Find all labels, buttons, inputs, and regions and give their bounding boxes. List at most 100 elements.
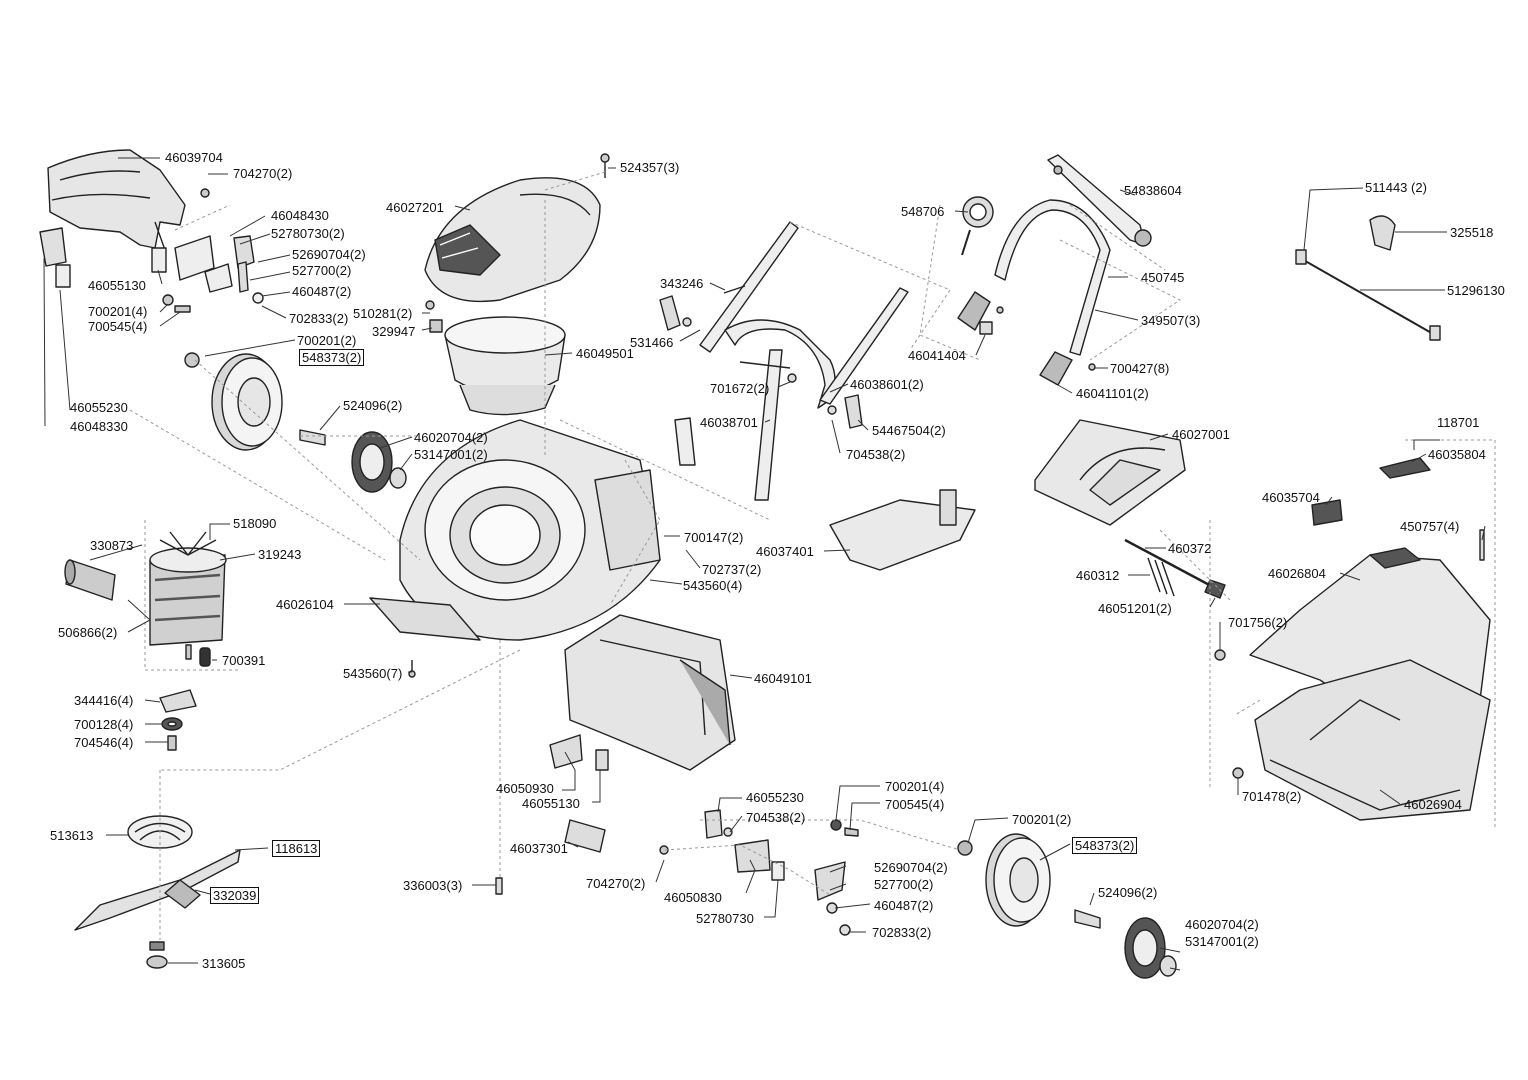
part-label-p700201d: 700201(2) [1012, 812, 1072, 827]
part-label-p46051201: 46051201(2) [1098, 601, 1172, 616]
grass-deflector-drawing [829, 489, 976, 571]
part-label-p329947: 329947 [372, 324, 416, 339]
part-label-p46038701: 46038701 [700, 415, 758, 430]
part-label-p343246: 343246 [660, 276, 704, 291]
part-label-p460487a: 460487(2) [292, 284, 352, 299]
part-label-p46027001: 46027001 [1172, 427, 1230, 442]
part-label-p543560a: 543560(4) [683, 578, 743, 593]
part-label-p700201b: 700201(2) [297, 333, 357, 348]
part-label-p46035704: 46035704 [1262, 490, 1320, 505]
part-label-p701478: 701478(2) [1242, 789, 1302, 804]
part-label-p704270a: 704270(2) [233, 166, 293, 181]
part-label-p46041101: 46041101(2) [1076, 386, 1149, 401]
part-label-p319243: 319243 [258, 547, 302, 562]
part-label-p46049501: 46049501 [576, 346, 634, 361]
part-label-p511443: 511443 (2) [1365, 180, 1427, 195]
part-label-p460372: 460372 [1168, 541, 1212, 556]
part-label-p46026904: 46026904 [1404, 797, 1462, 812]
part-label-p46055130b: 46055130 [522, 796, 580, 811]
part-label-p46037301: 46037301 [510, 841, 568, 856]
part-label-p46055230b: 46055230 [746, 790, 804, 805]
part-label-p524096b: 524096(2) [1098, 885, 1158, 900]
part-label-p524357: 524357(3) [620, 160, 680, 175]
part-label-p46020704a: 46020704(2) [414, 430, 488, 445]
part-label-p704538a: 704538(2) [846, 447, 906, 462]
part-label-p54838604: 54838604 [1124, 183, 1182, 198]
part-label-p543560b: 543560(7) [343, 666, 403, 681]
part-label-p344416: 344416(4) [74, 693, 134, 708]
part-label-p46039704: 46039704 [165, 150, 223, 165]
part-label-p53147001a: 53147001(2) [414, 447, 488, 462]
part-label-p52780730a: 52780730(2) [271, 226, 345, 241]
rear-flap-drawing [47, 149, 186, 251]
part-label-p46038601: 46038601(2) [850, 377, 924, 392]
part-label-p46027201: 46027201 [386, 200, 444, 215]
part-label-p330873: 330873 [90, 538, 134, 553]
part-label-p700427: 700427(8) [1110, 361, 1170, 376]
assembly-guide-lines [129, 171, 1496, 940]
part-label-p700545b: 700545(4) [885, 797, 945, 812]
part-label-p527700b: 527700(2) [874, 877, 934, 892]
part-label-p700545a: 700545(4) [88, 319, 148, 334]
upper-handle-drawing [957, 154, 1152, 386]
part-label-p700128: 700128(4) [74, 717, 134, 732]
part-label-p701672: 701672(2) [710, 381, 770, 396]
part-label-p702833b: 702833(2) [872, 925, 932, 940]
engine-cover-drawing [424, 153, 610, 303]
part-label-p460312: 460312 [1076, 568, 1120, 583]
left-wheel-drawing [184, 352, 407, 493]
part-label-p700147: 700147(2) [684, 530, 744, 545]
part-label-p704546: 704546(4) [74, 735, 134, 750]
part-label-p118613: 118613 [272, 840, 321, 857]
part-label-p46026804: 46026804 [1268, 566, 1326, 581]
right-wheel-drawing [957, 833, 1177, 979]
part-label-p518090: 518090 [233, 516, 277, 531]
part-label-p450757: 450757(4) [1400, 519, 1460, 534]
part-label-p702833a: 702833(2) [289, 311, 349, 326]
part-label-p460487b: 460487(2) [874, 898, 934, 913]
part-label-p46049101: 46049101 [754, 671, 812, 686]
part-label-p548706: 548706 [901, 204, 945, 219]
lower-handle-drawing [659, 221, 909, 501]
part-label-p700201a: 700201(4) [88, 304, 148, 319]
part-label-p325518: 325518 [1450, 225, 1494, 240]
part-label-p548373b: 548373(2) [1072, 837, 1138, 854]
part-label-p510281: 510281(2) [353, 306, 413, 321]
motor-drawing [64, 531, 227, 667]
part-label-p506866: 506866(2) [58, 625, 118, 640]
part-label-p701756: 701756(2) [1228, 615, 1288, 630]
grass-box-lid-drawing [1034, 419, 1226, 599]
part-label-p46055230a: 46055230 [70, 400, 128, 415]
part-label-p52690704a: 52690704(2) [292, 247, 366, 262]
part-label-p46037401: 46037401 [756, 544, 814, 559]
part-label-p46055130a: 46055130 [88, 278, 146, 293]
part-label-p46026104: 46026104 [276, 597, 334, 612]
part-label-p336003: 336003(3) [403, 878, 463, 893]
part-label-p700201c: 700201(4) [885, 779, 945, 794]
part-label-p46048330: 46048330 [70, 419, 128, 434]
part-label-p313605: 313605 [202, 956, 246, 971]
part-label-p46048430: 46048430 [271, 208, 329, 223]
part-label-p54467504: 54467504(2) [872, 423, 946, 438]
part-label-p46020704b: 46020704(2) [1185, 917, 1259, 932]
part-label-p702737: 702737(2) [702, 562, 762, 577]
part-label-p527700a: 527700(2) [292, 263, 352, 278]
part-label-p531466: 531466 [630, 335, 674, 350]
part-label-p524096a: 524096(2) [343, 398, 403, 413]
part-label-p53147001b: 53147001(2) [1185, 934, 1259, 949]
part-label-p332039: 332039 [210, 887, 260, 904]
motor-mounting-hardware [159, 689, 197, 751]
part-label-p700391: 700391 [222, 653, 266, 668]
part-label-p46041404: 46041404 [908, 348, 966, 363]
left-bracket-plates [39, 188, 264, 313]
cable-drawing [1295, 215, 1441, 341]
part-label-p548373a: 548373(2) [299, 349, 365, 366]
part-label-p51296130: 51296130 [1447, 283, 1505, 298]
part-label-p46035804: 46035804 [1428, 447, 1486, 462]
mower-deck-drawing [369, 419, 661, 678]
leader-lines [43, 157, 1486, 971]
part-label-p52690704b: 52690704(2) [874, 860, 948, 875]
part-label-p46050930: 46050930 [496, 781, 554, 796]
part-label-p46050830: 46050830 [664, 890, 722, 905]
